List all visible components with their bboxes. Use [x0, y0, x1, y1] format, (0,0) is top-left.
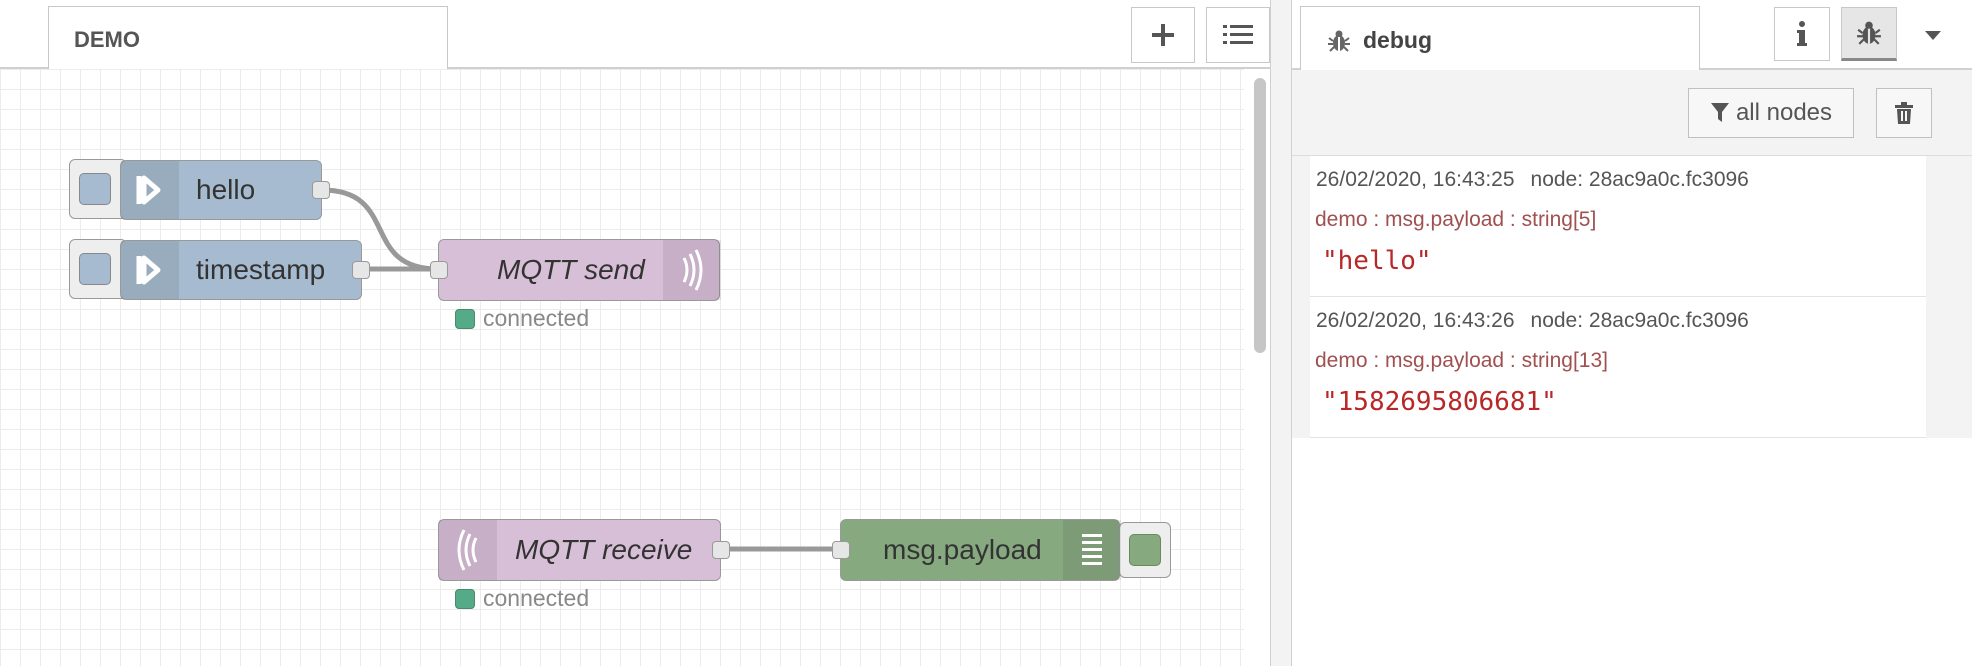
node-mqtt-send-input-port[interactable]: [430, 261, 448, 279]
debug-message-topic: demo : msg.payload : string[5]: [1315, 208, 1597, 231]
timestamp-inject-button[interactable]: [69, 239, 127, 299]
trash-icon: [1895, 102, 1913, 124]
debug-toggle-button[interactable]: [1119, 522, 1171, 578]
node-hello-label: hello: [196, 174, 256, 205]
debug-message-timestamp: 26/02/2020, 16:43:25: [1316, 168, 1515, 191]
bug-icon: [1328, 30, 1350, 52]
info-icon: [1797, 21, 1807, 46]
debug-message-meta: 26/02/2020, 16:43:25 node: 28ac9a0c.fc309…: [1316, 168, 1749, 192]
mqtt-send-status: connected: [455, 305, 589, 332]
sidebar-tab-bar: debug: [1292, 0, 1972, 71]
status-dot-icon: [455, 588, 475, 609]
tab-demo[interactable]: DEMO: [48, 6, 448, 70]
info-tab-button[interactable]: [1774, 7, 1830, 61]
filter-icon: [1710, 103, 1729, 122]
wires-layer: [321, 187, 840, 552]
status-dot-icon: [455, 308, 475, 329]
debug-message-topic: demo : msg.payload : string[13]: [1315, 349, 1608, 372]
debug-sidebar: debug all nodes: [1292, 0, 1972, 666]
list-icon: [1223, 25, 1253, 44]
debug-message-timestamp: 26/02/2020, 16:43:26: [1316, 309, 1515, 332]
inject-icon: [121, 241, 179, 299]
tab-demo-label: DEMO: [74, 27, 140, 52]
debug-tab-button[interactable]: [1841, 7, 1897, 61]
mqtt-receive-status-label: connected: [483, 585, 590, 611]
node-mqtt-receive-label: MQTT receive: [515, 534, 693, 565]
debug-list-icon: [1063, 520, 1121, 580]
debug-message-node[interactable]: node: 28ac9a0c.fc3096: [1530, 168, 1749, 191]
plus-icon: [1152, 24, 1174, 46]
node-msg-payload-input-port[interactable]: [832, 541, 850, 559]
node-msg-payload[interactable]: msg.payload: [832, 519, 1121, 581]
workspace-tab-bar: DEMO: [0, 0, 1270, 70]
sidebar-splitter[interactable]: [1270, 0, 1292, 666]
flow-canvas[interactable]: hello timestamp MQTT send connected: [0, 69, 1244, 666]
add-flow-button[interactable]: [1131, 7, 1195, 63]
debug-message-payload[interactable]: "hello": [1322, 246, 1432, 276]
node-timestamp-output-port[interactable]: [352, 261, 370, 279]
clear-messages-button[interactable]: [1876, 88, 1932, 138]
node-hello[interactable]: hello: [120, 160, 330, 220]
tab-debug[interactable]: debug: [1300, 6, 1700, 71]
node-mqtt-receive-output-port[interactable]: [712, 541, 730, 559]
node-mqtt-receive[interactable]: MQTT receive: [438, 519, 730, 581]
mqtt-broadcast-icon: [439, 520, 497, 580]
caret-down-icon: [1925, 31, 1941, 40]
node-msg-payload-label: msg.payload: [883, 534, 1042, 565]
node-mqtt-send-label: MQTT send: [497, 254, 645, 285]
filter-label: all nodes: [1735, 99, 1833, 126]
debug-message-meta: 26/02/2020, 16:43:26 node: 28ac9a0c.fc309…: [1316, 309, 1749, 333]
hello-inject-button[interactable]: [69, 159, 127, 219]
mqtt-broadcast-icon: [663, 240, 721, 300]
flow-list-button[interactable]: [1206, 7, 1270, 63]
node-hello-output-port[interactable]: [312, 181, 330, 199]
debug-message[interactable]: 26/02/2020, 16:43:26 node: 28ac9a0c.fc309…: [1310, 297, 1926, 438]
workspace: DEMO hello: [0, 0, 1270, 666]
inject-icon: [121, 161, 179, 219]
filter-all-nodes-button[interactable]: all nodes: [1688, 88, 1854, 138]
bug-icon: [1857, 21, 1881, 45]
mqtt-receive-status: connected: [455, 585, 589, 612]
node-mqtt-send[interactable]: MQTT send: [430, 239, 721, 301]
debug-message[interactable]: 26/02/2020, 16:43:25 node: 28ac9a0c.fc309…: [1310, 156, 1926, 297]
sidebar-menu-button[interactable]: [1918, 24, 1948, 48]
debug-message-payload[interactable]: "1582695806681": [1322, 387, 1557, 417]
node-timestamp-label: timestamp: [196, 254, 326, 285]
node-timestamp[interactable]: timestamp: [120, 240, 370, 300]
debug-message-list[interactable]: 26/02/2020, 16:43:25 node: 28ac9a0c.fc309…: [1292, 156, 1972, 666]
debug-message-node[interactable]: node: 28ac9a0c.fc3096: [1530, 309, 1749, 332]
mqtt-send-status-label: connected: [483, 305, 590, 331]
tab-debug-label: debug: [1363, 27, 1432, 53]
wire-hello-to-mqtt-send: [321, 187, 439, 272]
workspace-scrollbar-thumb[interactable]: [1254, 78, 1266, 353]
debug-toolbar: all nodes: [1292, 70, 1972, 156]
